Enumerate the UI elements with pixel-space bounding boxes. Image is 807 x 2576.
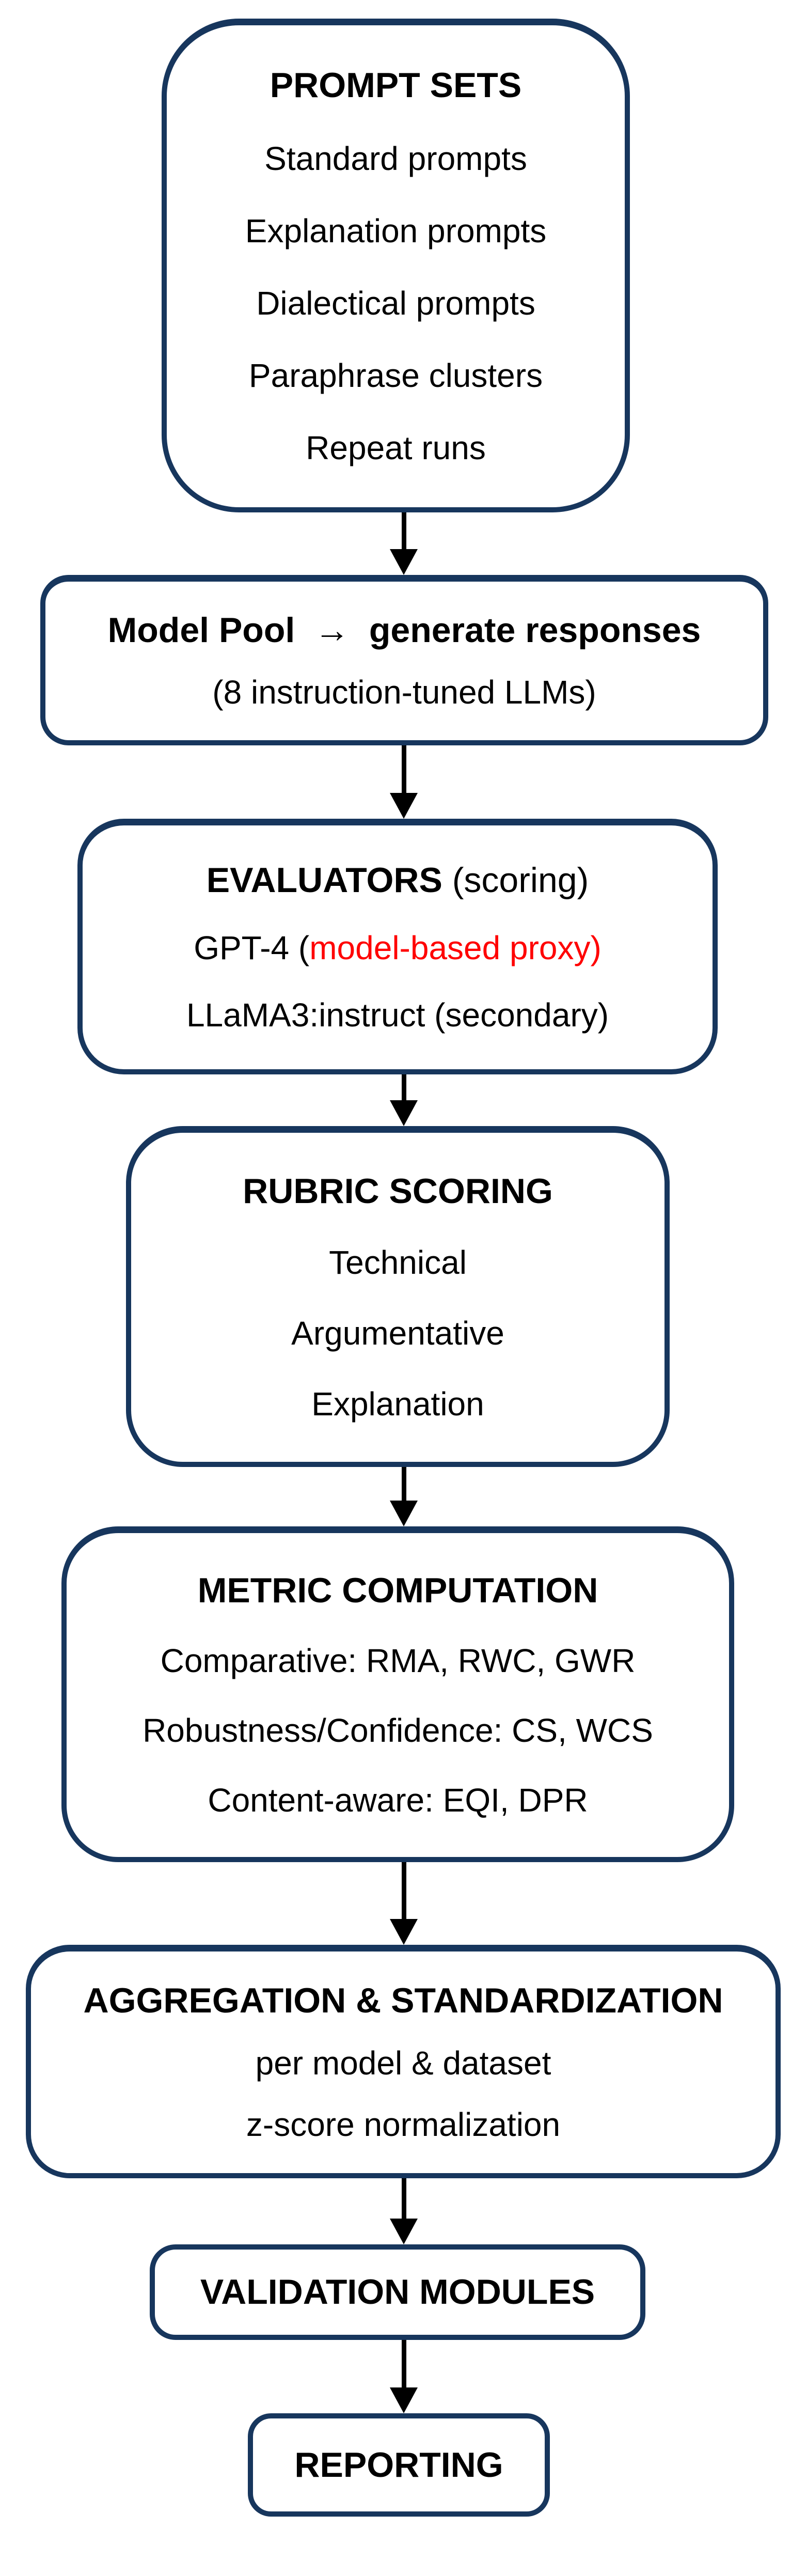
flow-box-line: Standard prompts [264,140,527,178]
flow-box-line: Explanation prompts [245,212,547,250]
flow-box-line: LLaMA3:instruct (secondary) [186,996,609,1034]
flow-arrow-6 [390,2178,418,2244]
box-title: EVALUATORS (scoring) [207,861,589,900]
box-title: REPORTING [294,2445,503,2485]
line-text: Comparative: RMA, RWC, GWR [160,1642,636,1680]
title-text: REPORTING [294,2445,503,2485]
arrow-head-icon [390,1919,418,1945]
model-pool-box: Model Pool → generate responses (8 instr… [40,575,768,745]
box-title: PROMPT SETS [270,66,521,105]
line-text: Dialectical prompts [256,284,535,322]
flow-arrow-4 [390,1467,418,1526]
flow-arrow-3 [390,1074,418,1126]
arrow-head-icon [390,1100,418,1126]
title-text: Model Pool → generate responses [107,611,701,650]
arrow-stem [401,745,406,793]
validation-modules-box: VALIDATION MODULES [150,2244,645,2340]
arrow-head-icon [390,2219,418,2244]
title-suffix-text: (scoring) [452,861,589,900]
metric-computation-box: METRIC COMPUTATION Comparative: RMA, RWC… [61,1526,734,1862]
line-text: GPT-4 ( [194,929,310,967]
line-text: Standard prompts [264,139,527,177]
flow-arrow-1 [390,512,418,575]
line-text: z-score normalization [246,2105,561,2143]
reporting-box: REPORTING [248,2413,550,2517]
arrow-head-icon [390,2387,418,2413]
title-text: AGGREGATION & STANDARDIZATION [83,1981,723,2021]
arrow-head-icon [390,549,418,575]
line-text: Technical [329,1244,467,1282]
box-title: AGGREGATION & STANDARDIZATION [83,1981,723,2020]
flow-box-line: GPT-4 (model-based proxy) [194,930,602,967]
line-text: Paraphrase clusters [248,356,543,394]
title-text: RUBRIC SCORING [243,1172,553,1211]
arrow-stem [401,1467,406,1501]
evaluators-box: EVALUATORS (scoring) GPT-4 (model-based … [77,819,718,1074]
line-text: Explanation [311,1385,484,1423]
flow-box-line: Comparative: RMA, RWC, GWR [161,1643,636,1680]
title-text: EVALUATORS [206,861,452,900]
flow-box-line: Repeat runs [306,429,486,467]
flow-arrow-2 [390,745,418,819]
arrow-stem [401,2178,406,2219]
flow-arrow-7 [390,2340,418,2413]
box-title: Model Pool → generate responses [108,611,701,650]
line-text: Robustness/Confidence: CS, WCS [143,1712,653,1750]
arrow-head-icon [390,1501,418,1526]
arrow-stem [401,512,406,549]
box-title: RUBRIC SCORING [243,1172,553,1211]
flow-box-line: Argumentative [291,1315,504,1352]
line-text: per model & dataset [255,2044,551,2082]
box-title: METRIC COMPUTATION [198,1571,598,1610]
title-text: METRIC COMPUTATION [197,1571,598,1611]
line-text: (8 instruction-tuned LLMs) [212,673,596,711]
arrow-head-icon [390,793,418,819]
rubric-scoring-box: RUBRIC SCORING Technical Argumentative E… [126,1126,670,1467]
flow-box-line: z-score normalization [246,2106,560,2144]
line-text: Repeat runs [306,429,486,466]
flow-box-line: Paraphrase clusters [249,357,543,395]
title-text: PROMPT SETS [270,66,522,105]
flow-box-line: Robustness/Confidence: CS, WCS [143,1712,653,1750]
flow-box-line: per model & dataset [255,2044,551,2082]
line-text: Argumentative [291,1315,504,1352]
arrow-stem [401,2340,406,2387]
flow-arrow-5 [390,1862,418,1945]
line-text: Content-aware: EQI, DPR [208,1782,588,1819]
title-text: VALIDATION MODULES [200,2272,595,2312]
box-title: VALIDATION MODULES [200,2272,595,2312]
aggregation-standardization-box: AGGREGATION & STANDARDIZATION per model … [26,1945,781,2178]
line-text: Explanation prompts [245,212,547,249]
arrow-stem [401,1074,406,1100]
prompt-sets-box: PROMPT SETS Standard prompts Explanation… [162,19,630,512]
flow-box-line: Technical [329,1244,467,1282]
flow-box-line: (8 instruction-tuned LLMs) [212,674,596,711]
flow-box-line: Content-aware: EQI, DPR [208,1782,588,1819]
flow-box-line: Dialectical prompts [256,285,535,322]
arrow-stem [401,1862,406,1919]
line-text: LLaMA3:instruct (secondary) [186,996,609,1034]
flow-box-line: Explanation [311,1385,484,1423]
red-highlight-text: model-based proxy) [309,929,602,967]
